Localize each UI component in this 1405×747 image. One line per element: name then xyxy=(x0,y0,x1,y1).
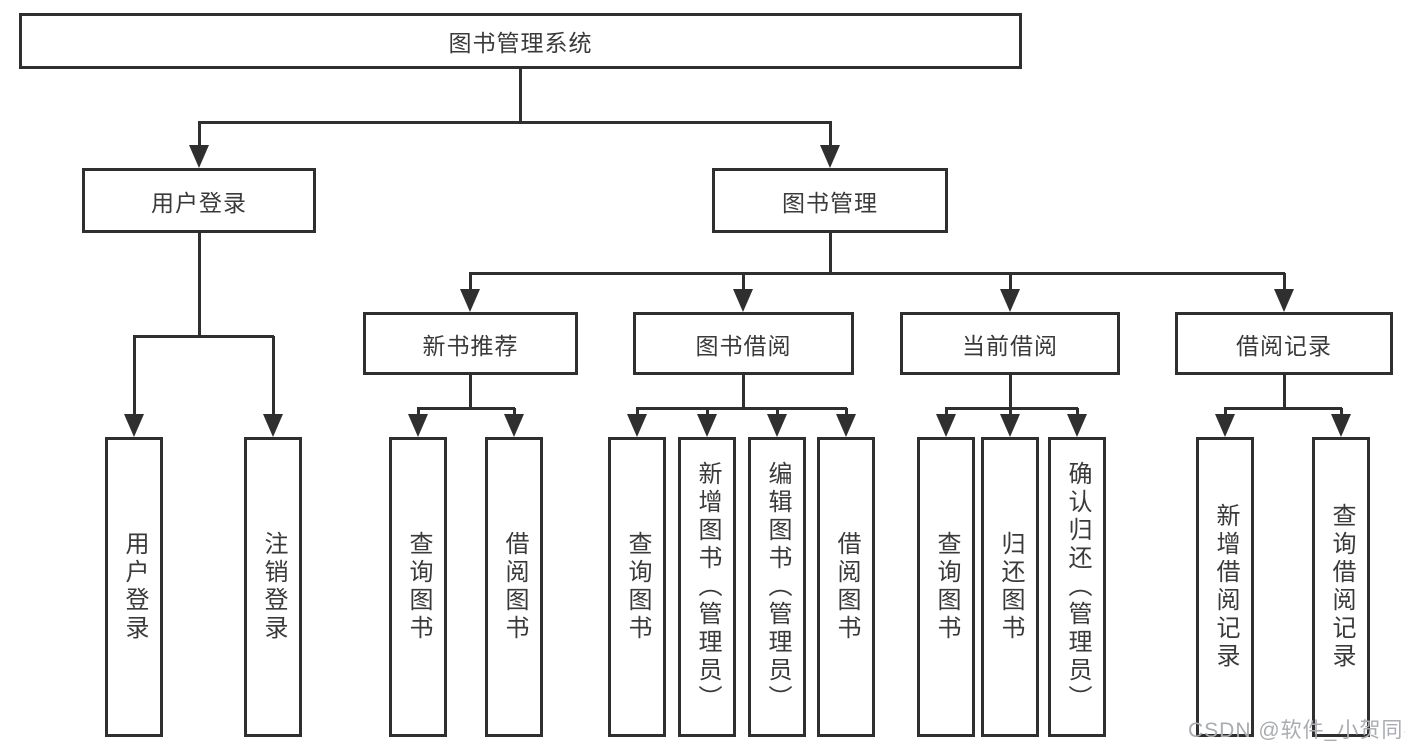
leaf-newbook-borrow-books: 借阅图书 xyxy=(485,437,543,737)
leaf-current-return-books: 归还图书 xyxy=(981,437,1039,737)
leaf-logout-login: 注销登录 xyxy=(244,437,302,737)
node-borrow-records-label: 借阅记录 xyxy=(1236,332,1332,359)
leaf-current-confirm-return-admin: 确认归还（管理员） xyxy=(1048,437,1106,737)
arrowhead xyxy=(820,145,840,168)
connector-line xyxy=(741,374,745,410)
connector-line xyxy=(775,408,779,416)
connector-line xyxy=(469,271,1285,275)
arrowhead xyxy=(408,414,428,437)
leaf-borrow-edit-books-admin-label: 编辑图书（管理员） xyxy=(764,461,791,713)
connector-line xyxy=(1282,374,1286,410)
leaf-records-query: 查询借阅记录 xyxy=(1312,437,1370,737)
node-current-borrow-label: 当前借阅 xyxy=(962,332,1058,359)
arrowhead xyxy=(1000,414,1020,437)
leaf-borrow-add-books-admin-label: 新增图书（管理员） xyxy=(694,461,721,713)
connector-line xyxy=(197,122,201,147)
node-user-login-label: 用户登录 xyxy=(151,189,247,216)
connector-line xyxy=(1008,408,1012,416)
node-book-management-label: 图书管理 xyxy=(782,189,878,216)
leaf-records-query-label: 查询借阅记录 xyxy=(1328,503,1355,671)
leaf-current-return-books-label: 归还图书 xyxy=(997,531,1024,643)
connector-line xyxy=(944,408,948,416)
leaf-current-query-books-label: 查询图书 xyxy=(933,531,960,643)
node-borrow-records: 借阅记录 xyxy=(1175,312,1393,375)
leaf-records-add-label: 新增借阅记录 xyxy=(1212,503,1239,671)
leaf-borrow-add-books-admin: 新增图书（管理员） xyxy=(678,437,736,737)
connector-line xyxy=(636,406,847,410)
leaf-newbook-borrow-books-label: 借阅图书 xyxy=(501,531,528,643)
connector-line xyxy=(468,374,472,410)
arrowhead xyxy=(1000,289,1020,312)
arrowhead xyxy=(504,414,524,437)
arrowhead xyxy=(1331,414,1351,437)
arrowhead xyxy=(733,289,753,312)
connector-line xyxy=(417,406,515,410)
arrowhead xyxy=(189,145,209,168)
connector-line xyxy=(197,232,201,338)
connector-line xyxy=(1223,408,1227,416)
connector-line xyxy=(133,334,274,338)
connector-line xyxy=(468,273,472,291)
leaf-borrow-query-books: 查询图书 xyxy=(608,437,666,737)
connector-line xyxy=(705,408,709,416)
arrowhead xyxy=(936,414,956,437)
leaf-borrow-edit-books-admin: 编辑图书（管理员） xyxy=(748,437,806,737)
leaf-borrow-borrow-books-label: 借阅图书 xyxy=(833,531,860,643)
arrowhead xyxy=(1067,414,1087,437)
leaf-newbook-query-books: 查询图书 xyxy=(389,437,447,737)
arrowhead xyxy=(124,414,144,437)
connector-line xyxy=(198,120,832,124)
arrowhead xyxy=(627,414,647,437)
node-book-management: 图书管理 xyxy=(712,168,948,233)
leaf-user-login-label: 用户登录 xyxy=(121,531,148,643)
arrowhead xyxy=(1215,414,1235,437)
leaf-logout-login-label: 注销登录 xyxy=(260,531,287,643)
leaf-borrow-borrow-books: 借阅图书 xyxy=(817,437,875,737)
leaf-current-confirm-return-admin-label: 确认归还（管理员） xyxy=(1064,461,1091,713)
connector-line xyxy=(1008,273,1012,291)
connector-line xyxy=(518,69,522,124)
connector-line xyxy=(635,408,639,416)
connector-line xyxy=(416,408,420,416)
node-new-book-recommend-label: 新书推荐 xyxy=(422,332,519,359)
connector-line xyxy=(512,408,516,416)
node-new-book-recommend: 新书推荐 xyxy=(363,312,578,375)
node-book-borrow-label: 图书借阅 xyxy=(695,332,792,359)
leaf-newbook-query-books-label: 查询图书 xyxy=(405,531,432,643)
connector-line xyxy=(828,232,832,275)
connector-line xyxy=(271,336,275,416)
arrowhead xyxy=(1274,289,1294,312)
connector-line xyxy=(945,406,1078,410)
connector-line xyxy=(1224,406,1342,410)
leaf-user-login: 用户登录 xyxy=(105,437,163,737)
arrowhead xyxy=(263,414,283,437)
node-user-login: 用户登录 xyxy=(82,168,316,233)
node-current-borrow: 当前借阅 xyxy=(900,312,1120,375)
connector-line xyxy=(1282,273,1286,291)
node-library-system: 图书管理系统 xyxy=(19,13,1022,69)
connector-line xyxy=(1075,408,1079,416)
connector-line xyxy=(1339,408,1343,416)
leaf-borrow-query-books-label: 查询图书 xyxy=(624,531,651,643)
connector-line xyxy=(132,336,136,416)
node-library-system-label: 图书管理系统 xyxy=(448,30,593,56)
node-book-borrow: 图书借阅 xyxy=(633,312,854,375)
connector-line xyxy=(844,408,848,416)
connector-line xyxy=(828,122,832,147)
arrowhead xyxy=(767,414,787,437)
arrowhead xyxy=(460,289,480,312)
leaf-current-query-books: 查询图书 xyxy=(917,437,975,737)
connector-line xyxy=(1008,374,1012,410)
arrowhead xyxy=(697,414,717,437)
connector-line xyxy=(741,273,745,291)
arrowhead xyxy=(836,414,856,437)
csdn-watermark: CSDN @软件_小贺同学 xyxy=(1188,719,1405,742)
leaf-records-add: 新增借阅记录 xyxy=(1196,437,1254,737)
